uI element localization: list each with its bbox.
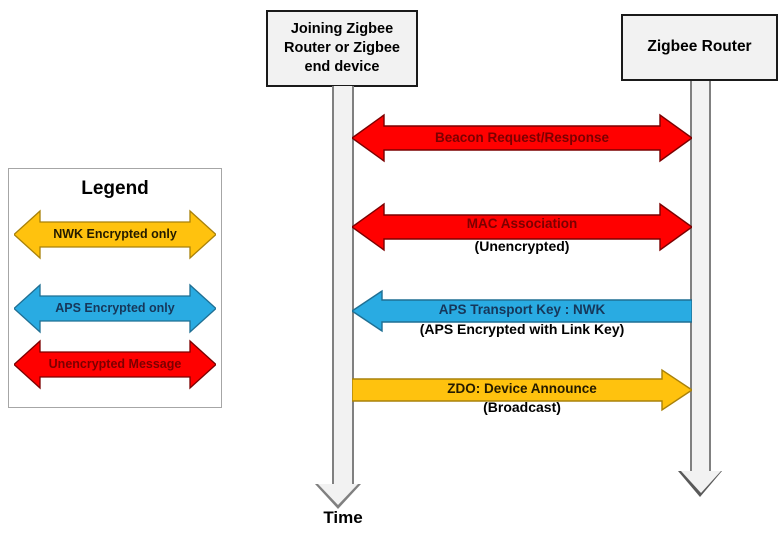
message-sublabel-aps-transport-key: (APS Encrypted with Link Key)	[419, 321, 625, 337]
legend-title: Legend	[81, 178, 149, 199]
arrow-shape-double	[14, 339, 216, 390]
legend-item-unencrypted-message: Unencrypted Message	[14, 338, 216, 391]
lifeline-shaft	[332, 86, 354, 484]
message-arrow-beacon-request-response: Beacon Request/Response	[352, 112, 692, 164]
message-sublabel-zdo-device-announce: (Broadcast)	[483, 399, 561, 415]
legend-item-nwk-encrypted: NWK Encrypted only	[14, 208, 216, 261]
arrow-shape-right	[352, 368, 692, 412]
arrow-shape-double	[352, 202, 692, 252]
arrow-shape-double	[352, 113, 692, 163]
message-sublabel-mac-association: (Unencrypted)	[474, 238, 570, 254]
arrow-shape-double	[14, 209, 216, 260]
time-axis-label: Time	[323, 508, 363, 527]
node-box-joining-device: Joining Zigbee Router or Zigbee end devi…	[266, 10, 418, 87]
node-box-zigbee-router: Zigbee Router	[621, 14, 778, 81]
legend-item-aps-encrypted: APS Encrypted only	[14, 282, 216, 335]
arrow-shape-left	[352, 289, 692, 333]
arrow-shape-double	[14, 283, 216, 334]
lifeline-arrow-icon	[680, 471, 721, 493]
lifeline-arrow-icon	[317, 484, 358, 505]
lifeline-shaft	[690, 81, 711, 471]
